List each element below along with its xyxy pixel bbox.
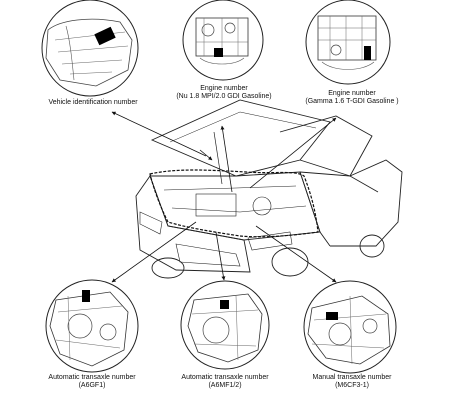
caption-vin: Vehicle identification number (28, 99, 158, 107)
leader-engine-gamma (249, 117, 337, 189)
auto-a6mf12-detail-circle (180, 280, 270, 370)
engine-nu-label-line2: (Nu 1.8 MPI/2.0 GDI Gasoline) (176, 93, 272, 100)
vin-detail-circle (41, 0, 139, 97)
caption-engine-gamma: Engine number (Gamma 1.6 T-GDI Gasoline … (296, 90, 408, 106)
caption-engine-nu: Engine number (Nu 1.8 MPI/2.0 GDI Gasoli… (166, 85, 282, 101)
car-illustration (135, 99, 403, 279)
auto-a6gf1-label-line1: Automatic transaxle number (48, 374, 136, 381)
leader-auto-a6mf12 (215, 231, 226, 281)
auto-a6mf12-marker (220, 300, 229, 309)
engine-gamma-label-line1: Engine number (328, 90, 376, 97)
manual-m6cf3-label-line2: (M6CF3-1) (335, 382, 369, 389)
manual-m6cf3-marker (326, 312, 338, 320)
manual-m6cf3-detail-circle (303, 280, 397, 374)
auto-a6gf1-marker (82, 290, 90, 302)
engine-nu-label-line1: Engine number (200, 85, 248, 92)
auto-a6gf1-label-line2: (A6GF1) (78, 382, 106, 389)
leader-engine-nu (220, 125, 233, 193)
leader-manual-m6cf3 (255, 225, 337, 283)
caption-auto-a6gf1: Automatic transaxle number (A6GF1) (40, 374, 144, 390)
engine-nu-marker (214, 48, 223, 57)
auto-a6mf12-label-line2: (A6MF1/2) (208, 382, 242, 389)
engine-gamma-label-line2: (Gamma 1.6 T-GDI Gasoline ) (305, 98, 399, 105)
engine-bay-outline (149, 169, 319, 238)
engine-gamma-marker (364, 46, 371, 60)
leader-lines (111, 111, 337, 283)
auto-a6gf1-detail-circle (45, 279, 139, 373)
engine-gamma-detail-circle (305, 0, 391, 85)
vin-label: Vehicle identification number (48, 99, 138, 106)
vin-plate-marker (94, 26, 116, 46)
engine-nu-detail-circle (182, 0, 264, 81)
leader-auto-a6gf1 (111, 221, 197, 283)
auto-a6mf12-label-line1: Automatic transaxle number (181, 374, 269, 381)
caption-manual-m6cf3: Manual transaxle number (M6CF3-1) (302, 374, 402, 390)
caption-auto-a6mf12: Automatic transaxle number (A6MF1/2) (172, 374, 278, 390)
leader-vin (111, 111, 207, 157)
manual-m6cf3-label-line1: Manual transaxle number (312, 374, 392, 381)
